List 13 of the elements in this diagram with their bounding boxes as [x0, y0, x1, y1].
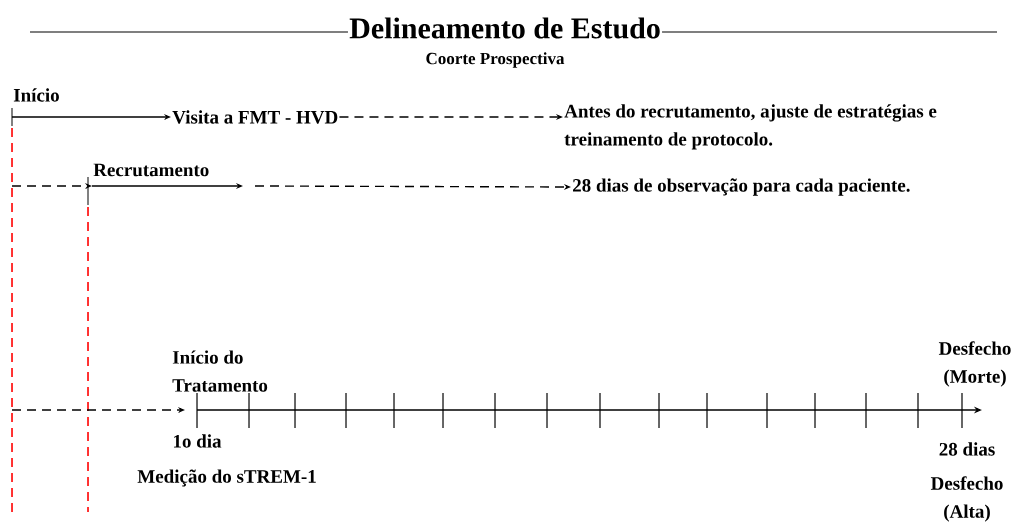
- title: Delineamento de Estudo: [349, 17, 660, 39]
- tick-label: 1o dia: [174, 434, 222, 448]
- outcome-label: Desfecho (Morte): [938, 341, 1011, 387]
- measurement-label: Medição do sTREM-1: [137, 469, 316, 487]
- step-label: Recrutamento: [93, 163, 209, 177]
- subtitle: Coorte Prospectiva: [426, 52, 565, 68]
- step-label: Início: [13, 88, 59, 102]
- step-label: Antes do recrutamento, ajuste de estratégias e treinamento de protocolo.: [564, 104, 937, 150]
- step-label: 28 dias de observação para cada paciente.: [573, 178, 910, 196]
- outcome-label: Desfecho (Alta): [930, 476, 1003, 522]
- timeline-label: Início do Tratamento: [172, 350, 268, 392]
- step-label: Visita a FMT - HVD: [172, 110, 338, 124]
- tick-label: 28 dias: [939, 442, 995, 456]
